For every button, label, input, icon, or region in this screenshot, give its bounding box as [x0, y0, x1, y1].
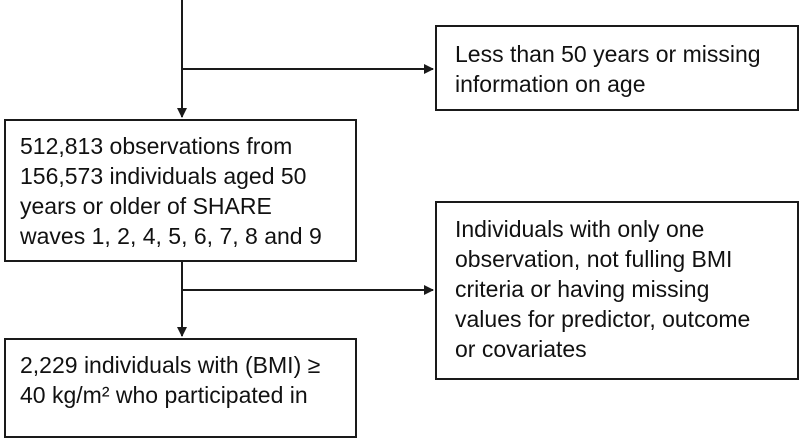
exclusion-bmi-text: Individuals with only one observation, n… — [455, 216, 751, 362]
exclusion-age-text: Less than 50 years or missing informatio… — [455, 41, 761, 97]
flowchart-connectors — [177, 0, 434, 337]
exclusion-box-bmi: Individuals with only one observation, n… — [435, 201, 799, 380]
share-observations-box: 512,813 observations from 156,573 indivi… — [4, 119, 357, 262]
final-sample-text: 2,229 individuals with (BMI) ≥ 40 kg/m² … — [20, 352, 321, 408]
exclusion-box-age: Less than 50 years or missing informatio… — [435, 25, 799, 111]
share-observations-text: 512,813 observations from 156,573 indivi… — [20, 133, 322, 249]
final-sample-box: 2,229 individuals with (BMI) ≥ 40 kg/m² … — [4, 338, 357, 438]
